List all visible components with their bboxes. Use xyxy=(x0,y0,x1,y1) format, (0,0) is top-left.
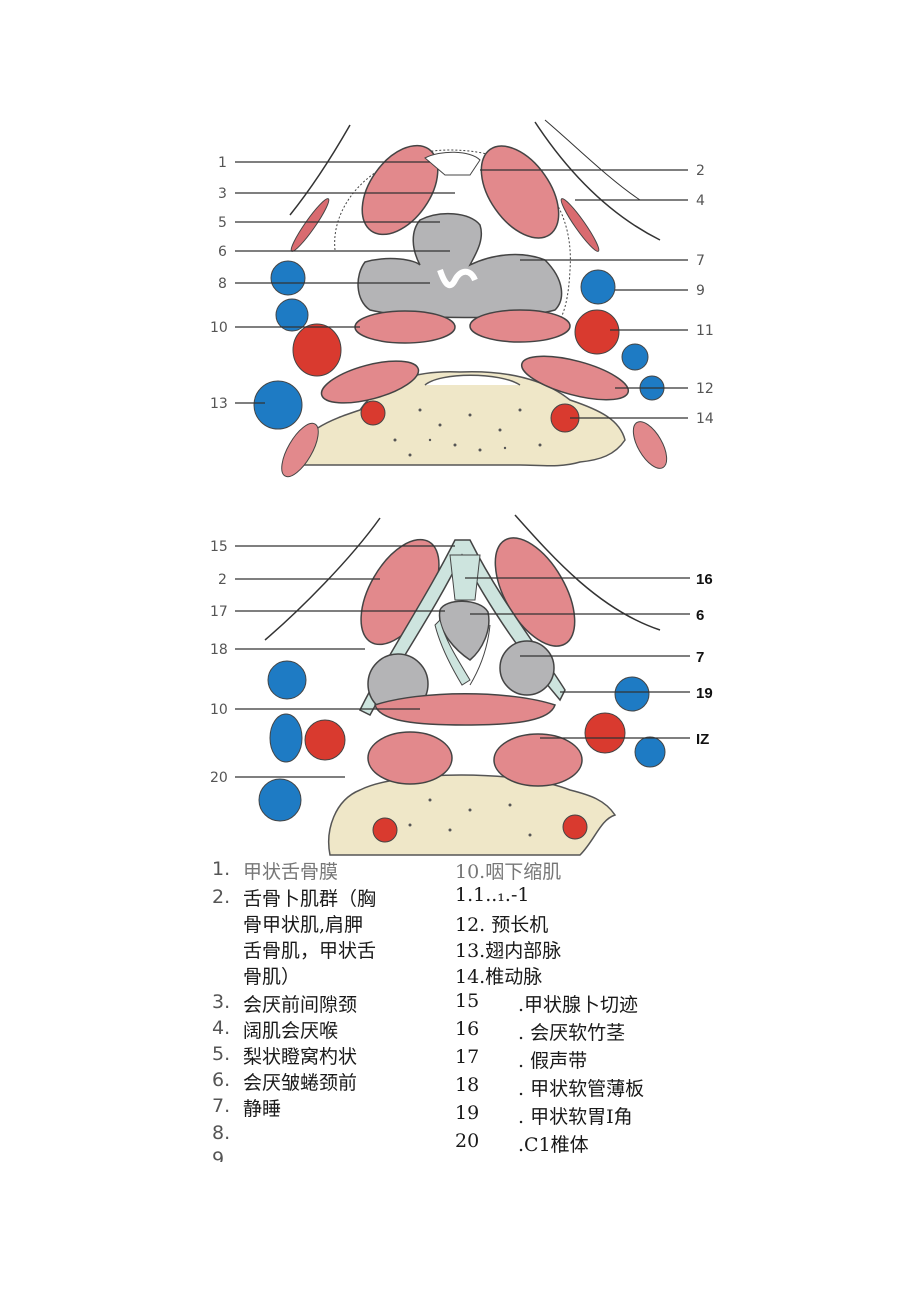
fig2-label-left-18: 18 xyxy=(210,642,228,658)
legend-row-number: 18 xyxy=(455,1074,480,1096)
legend-item-10: 10.咽下缩肌 xyxy=(455,861,562,883)
legend-item: 阔肌会厌喉 xyxy=(243,1020,339,1042)
fig1-label-right-4: 4 xyxy=(696,193,705,209)
legend-row-text: . 会厌软竹茎 xyxy=(518,1022,626,1044)
legend-item-2-line: 舌骨卜肌群（胸 xyxy=(243,888,377,910)
fig1-label-right-2: 2 xyxy=(696,163,705,179)
fig1-label-left-13: 13 xyxy=(210,396,228,412)
muscle-constrictor-left xyxy=(354,310,456,344)
legend-item-2-line: 骨肌） xyxy=(243,966,301,988)
fig1-label-left-5: 5 xyxy=(218,215,227,231)
legend-row-text: .C1椎体 xyxy=(518,1134,589,1156)
fig1-label-right-9: 9 xyxy=(696,283,705,299)
fig1-label-left-6: 6 xyxy=(218,244,227,260)
legend-item: 梨状瞪窝杓状 xyxy=(243,1046,358,1068)
muscle-strap-right xyxy=(480,145,560,239)
legend-number: 8. xyxy=(212,1122,231,1144)
legend-item: 会厌前间隙颈 xyxy=(243,994,358,1016)
legend-row-number: 17 xyxy=(455,1046,480,1068)
legend-number: 4. xyxy=(212,1017,231,1039)
legend-number: 7. xyxy=(212,1095,231,1117)
legend-item-11: 1.1..₁.-1 xyxy=(455,884,530,906)
fig1-label-right-12: 12 xyxy=(696,381,714,397)
legend-item-2-line: 骨甲状肌,肩胛 xyxy=(243,914,364,936)
legend-row-number: 15 xyxy=(455,990,480,1012)
legend-number: 3. xyxy=(212,991,231,1013)
fig2-label-right-IZ: IZ xyxy=(696,731,709,748)
fig2-label-left-17: 17 xyxy=(210,604,228,620)
muscle-constrictor-right xyxy=(469,309,571,343)
legend-row-number: 20 xyxy=(455,1130,480,1152)
legend-row-number: 16 xyxy=(455,1018,480,1040)
legend-row-text: . 甲状软管薄板 xyxy=(518,1078,645,1100)
figure-2-cross-section: 15 2 17 18 10 20 16 6 7 19 IZ xyxy=(210,514,713,856)
legend-item-1: 甲状舌骨膜 xyxy=(243,861,339,883)
fig1-label-left-8: 8 xyxy=(218,276,227,292)
fig2-label-right-16: 16 xyxy=(696,571,713,588)
fig2-label-left-15: 15 xyxy=(210,539,228,555)
legend-number: 2. xyxy=(212,886,231,908)
legend-row-text: . 假声带 xyxy=(518,1050,588,1072)
legend-number: 6. xyxy=(212,1069,231,1091)
fig1-label-right-7: 7 xyxy=(696,253,705,269)
legend-number: 9 xyxy=(212,1148,225,1162)
fig2-label-right-7: 7 xyxy=(696,649,704,666)
fig2-label-left-10: 10 xyxy=(210,702,228,718)
legend-row-text: .甲状腺卜切迹 xyxy=(518,994,639,1016)
legend-item-2-line: 舌骨肌，甲状舌 xyxy=(243,940,377,962)
legend-number: 5. xyxy=(212,1043,231,1065)
fig1-label-right-14: 14 xyxy=(696,411,714,427)
fig1-label-left-1: 1 xyxy=(218,155,227,171)
legend-row-text: . 甲状软胃I角 xyxy=(518,1106,633,1128)
legend-item-12: 12. 预长机 xyxy=(455,914,549,936)
legend-row-number: 19 xyxy=(455,1102,480,1124)
fig1-label-left-10: 10 xyxy=(210,320,228,336)
fig2-label-left-2: 2 xyxy=(218,572,227,588)
fig1-label-right-11: 11 xyxy=(696,323,714,339)
legend-item-13: 13.翅内部脉 xyxy=(455,940,562,962)
fig2-label-right-19: 19 xyxy=(696,685,713,702)
legend-number: 1. xyxy=(212,858,231,880)
fig2-label-left-20: 20 xyxy=(210,770,228,786)
muscle-strap-left xyxy=(361,144,439,236)
fig1-label-left-3: 3 xyxy=(218,186,227,202)
legend-item: 会厌皱蜷颈前 xyxy=(243,1072,358,1094)
anatomy-figures: 1 3 5 6 8 10 13 2 4 7 9 11 12 14 xyxy=(210,119,714,856)
legend-item-14: 14.椎动脉 xyxy=(455,966,543,988)
figure-1-cross-section: 1 3 5 6 8 10 13 2 4 7 9 11 12 14 xyxy=(210,119,714,478)
legend-item: 静睡 xyxy=(243,1098,282,1120)
fig2-label-right-6: 6 xyxy=(696,607,704,624)
